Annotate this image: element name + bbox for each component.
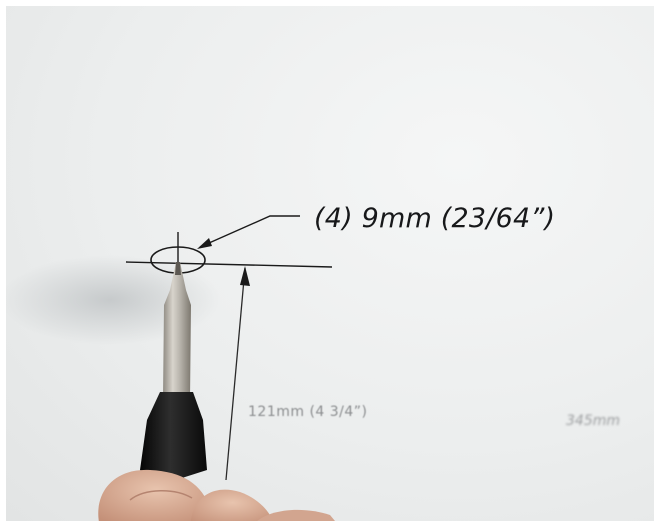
- thumb: [98, 469, 214, 527]
- dimension-label-121mm: 121mm (4 3/4”): [248, 404, 368, 420]
- horizontal-centerline: [125, 261, 333, 268]
- probe-handle: [140, 392, 207, 485]
- hole-callout-label: (4) 9mm (23/64”): [314, 203, 556, 234]
- knuckle-crease: [129, 490, 193, 501]
- probe-shaft: [163, 262, 191, 400]
- dimension-label-345mm: 345mm: [566, 413, 620, 429]
- leader-line: [199, 215, 300, 248]
- index-finger: [190, 489, 275, 527]
- leader-arrowhead: [197, 238, 212, 249]
- probe-tip: [175, 262, 181, 275]
- dimension-line: [225, 267, 246, 481]
- dimension-arrowhead: [240, 266, 250, 286]
